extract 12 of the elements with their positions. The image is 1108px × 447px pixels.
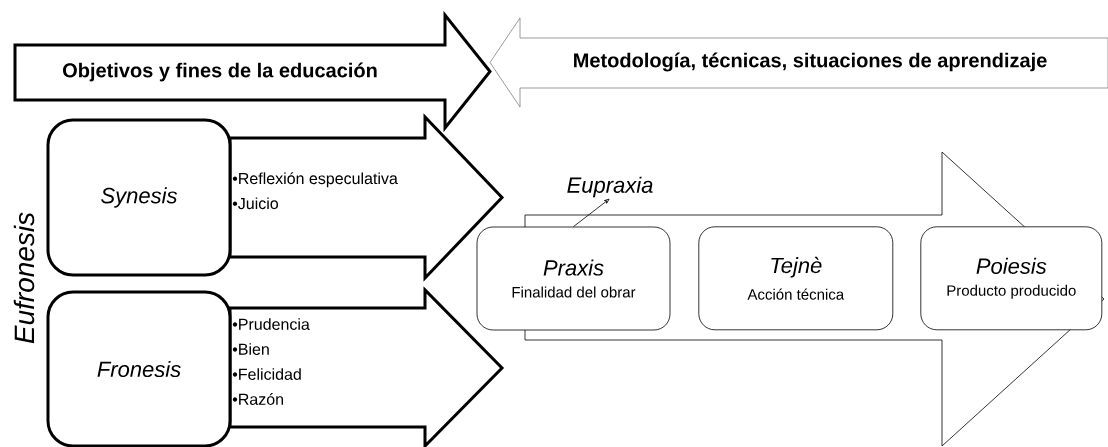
arrow-shaped-panel: •Reflexión especulativa •Juicio	[228, 113, 505, 282]
rounded-box: Praxis Finalidad del obrar	[476, 226, 671, 331]
rounded-box: Poiesis Producto producido	[920, 226, 1103, 331]
rounded-box: Tejnè Acción técnica	[698, 226, 894, 331]
arrow	[573, 198, 610, 227]
arrow-shaped-panel: Metodología, técnicas, situaciones de aprendizaje	[489, 17, 1108, 108]
text-label: Eupraxia	[567, 176, 653, 198]
rotated-label: Eufronesis	[13, 212, 35, 344]
arrow-shaped-panel: Objetivos y fines de la educación	[13, 10, 492, 133]
rounded-box: Synesis	[46, 118, 232, 277]
rounded-box: Fronesis	[46, 290, 232, 447]
arrow-shaped-panel: •Prudencia •Bien •Felicidad •Razón	[228, 286, 505, 447]
